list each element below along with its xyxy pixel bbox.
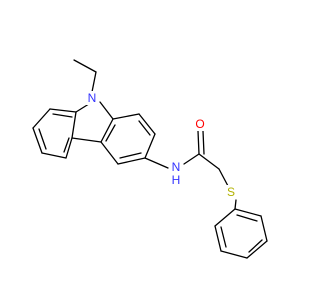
- bond-carbonyl-o-1: [197, 130, 200, 155]
- bond-inner-c3-c4: [119, 152, 142, 159]
- atom-o-carbonyl-label: O: [195, 117, 204, 131]
- bond-inner-c8a-c8: [52, 113, 73, 118]
- bond-inner-c1-c2: [138, 120, 151, 136]
- atom-n-carbazole: N: [86, 91, 98, 105]
- bond-c4b-c4a: [71, 137, 102, 143]
- bond-ch2-s: [218, 168, 229, 187]
- bond-ph-c6-c1: [234, 208, 262, 217]
- bond-c8a-c8: [49, 108, 77, 113]
- atom-nh-amide-h-label: H: [172, 173, 181, 187]
- bond-c4-c4a: [100, 141, 119, 165]
- bond-ph-c3-c4: [220, 250, 248, 259]
- bond-c6-c5: [41, 152, 67, 159]
- bond-c3-nh: [144, 157, 169, 169]
- bond-c9a-c1: [112, 113, 140, 120]
- bond-ph-c2-c3: [214, 225, 222, 252]
- bond-carbonyl-o-2: [202, 130, 205, 155]
- bond-inner-c7-c6: [38, 128, 47, 150]
- bond-s-phenyl: [234, 199, 237, 210]
- bond-carbonyl-ch2: [198, 153, 220, 170]
- bond-layer: [32, 59, 268, 259]
- atom-nh-amide-n-label: N: [172, 160, 181, 174]
- bond-inner-c5-c4b: [63, 137, 70, 153]
- atom-nh-amide: N H: [170, 160, 182, 187]
- bond-c5-c4b: [65, 137, 73, 159]
- bond-c7-c6: [32, 127, 43, 154]
- bond-ph-inner-2: [248, 239, 263, 253]
- bond-c9a-n: [99, 101, 114, 120]
- molecule-canvas: N N H O S: [32, 59, 268, 259]
- bond-ph-c4-c5: [246, 240, 268, 259]
- bond-c4a-c9a: [100, 118, 114, 143]
- bond-inner-c4a-c9a: [105, 124, 116, 142]
- bond-ph-inner-1: [220, 226, 227, 248]
- atom-label-layer: N N H O S: [86, 91, 237, 199]
- bond-ethyl-ch3: [73, 59, 97, 73]
- structure-diagram: N N H O S: [32, 59, 268, 259]
- bond-c8a-c4b: [71, 111, 77, 139]
- atom-s-thioether: S: [225, 185, 237, 199]
- bond-ethyl-ch2-n: [91, 71, 97, 93]
- atom-o-carbonyl: O: [194, 117, 206, 131]
- bond-c8-c7: [32, 108, 51, 129]
- bond-c2-c3: [144, 133, 156, 159]
- atom-s-thioether-label: S: [227, 185, 235, 199]
- bond-nh-carbonyl: [183, 153, 200, 165]
- bond-c3-c4: [117, 157, 146, 165]
- atom-n-carbazole-label: N: [88, 91, 97, 105]
- bond-c1-c2: [138, 113, 156, 135]
- bond-ph-c1-c2: [214, 208, 236, 227]
- bond-ph-inner-3: [236, 214, 258, 222]
- bond-ph-c5-c6: [260, 215, 268, 242]
